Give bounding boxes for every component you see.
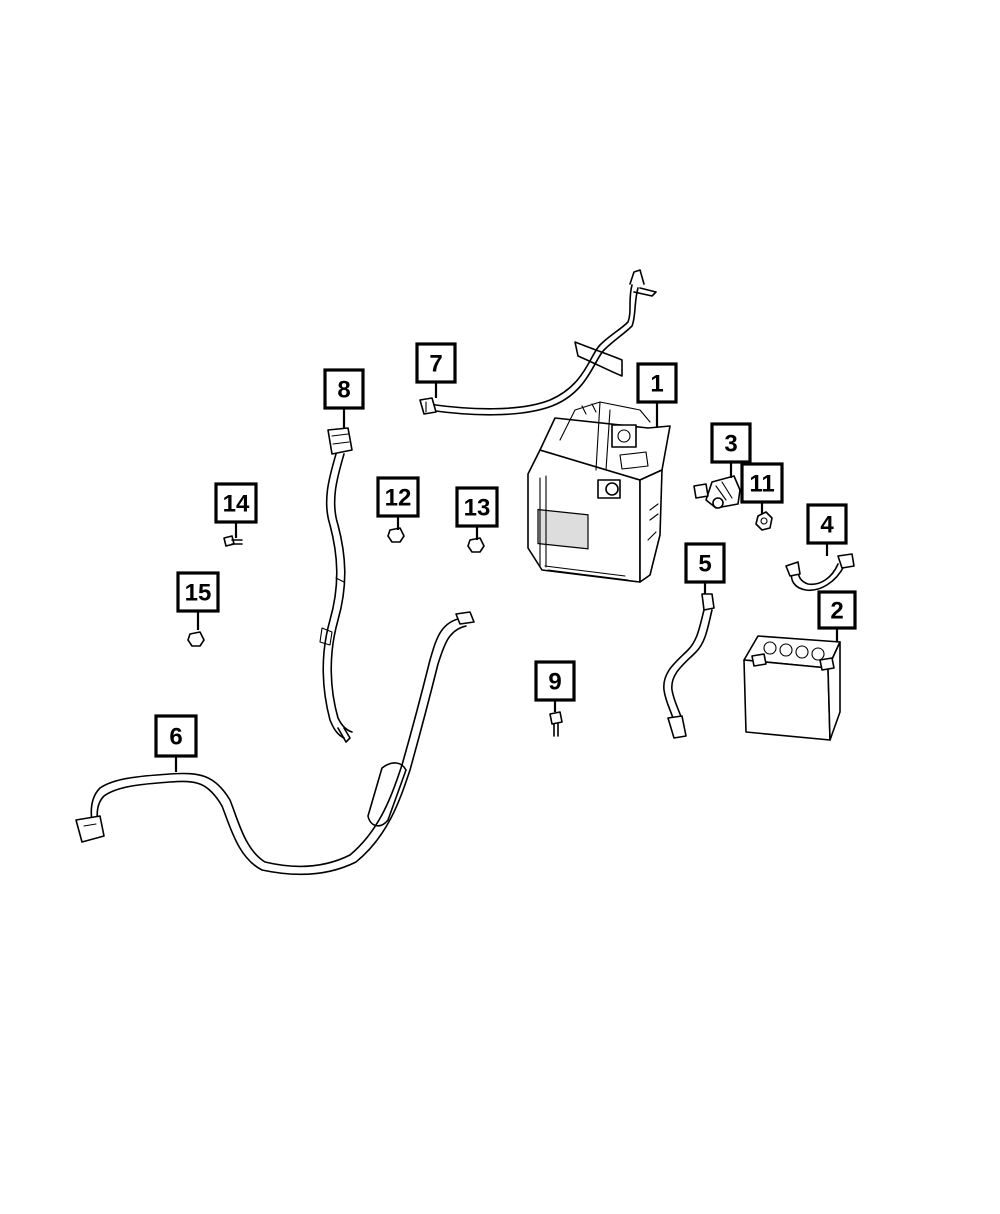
callout-label: 1 bbox=[650, 371, 663, 398]
callout-label: 2 bbox=[830, 598, 843, 625]
callout-8: 8 bbox=[323, 368, 365, 428]
callout-label: 7 bbox=[429, 351, 442, 378]
long-harness bbox=[75, 611, 475, 876]
main-battery bbox=[527, 401, 671, 583]
callout-label: 3 bbox=[724, 431, 737, 458]
callout-label: 5 bbox=[698, 551, 711, 578]
short-cable bbox=[785, 553, 855, 591]
callout-9: 9 bbox=[534, 660, 576, 712]
stud-9 bbox=[549, 711, 563, 737]
nut-15 bbox=[187, 631, 205, 647]
callout-11: 11 bbox=[740, 462, 784, 514]
nut-11 bbox=[755, 511, 773, 531]
callout-label: 4 bbox=[820, 512, 834, 539]
upper-battery-cable bbox=[419, 269, 657, 416]
auxiliary-battery bbox=[743, 635, 841, 741]
callout-label: 14 bbox=[223, 491, 250, 518]
callout-label: 13 bbox=[464, 495, 491, 522]
callout-label: 8 bbox=[337, 377, 350, 404]
callout-6: 6 bbox=[154, 714, 198, 772]
battery-sensor bbox=[693, 475, 741, 509]
battery-cable-5 bbox=[663, 593, 715, 739]
callout-12: 12 bbox=[376, 476, 420, 530]
callout-4: 4 bbox=[806, 503, 848, 556]
nut-13 bbox=[467, 537, 485, 553]
callout-3: 3 bbox=[710, 422, 752, 478]
callout-15: 15 bbox=[176, 571, 220, 630]
callout-5: 5 bbox=[684, 542, 726, 594]
callout-13: 13 bbox=[455, 486, 499, 540]
callout-2: 2 bbox=[817, 590, 857, 642]
connector-harness bbox=[319, 427, 353, 743]
callout-1: 1 bbox=[636, 362, 678, 428]
callout-7: 7 bbox=[415, 342, 457, 398]
callout-label: 12 bbox=[385, 485, 412, 512]
callout-label: 11 bbox=[749, 471, 774, 498]
bolt-14 bbox=[223, 535, 243, 547]
callout-14: 14 bbox=[214, 482, 258, 538]
callout-label: 9 bbox=[548, 669, 561, 696]
callout-label: 15 bbox=[185, 580, 212, 607]
callout-label: 6 bbox=[169, 724, 182, 751]
nut-12 bbox=[387, 527, 405, 543]
